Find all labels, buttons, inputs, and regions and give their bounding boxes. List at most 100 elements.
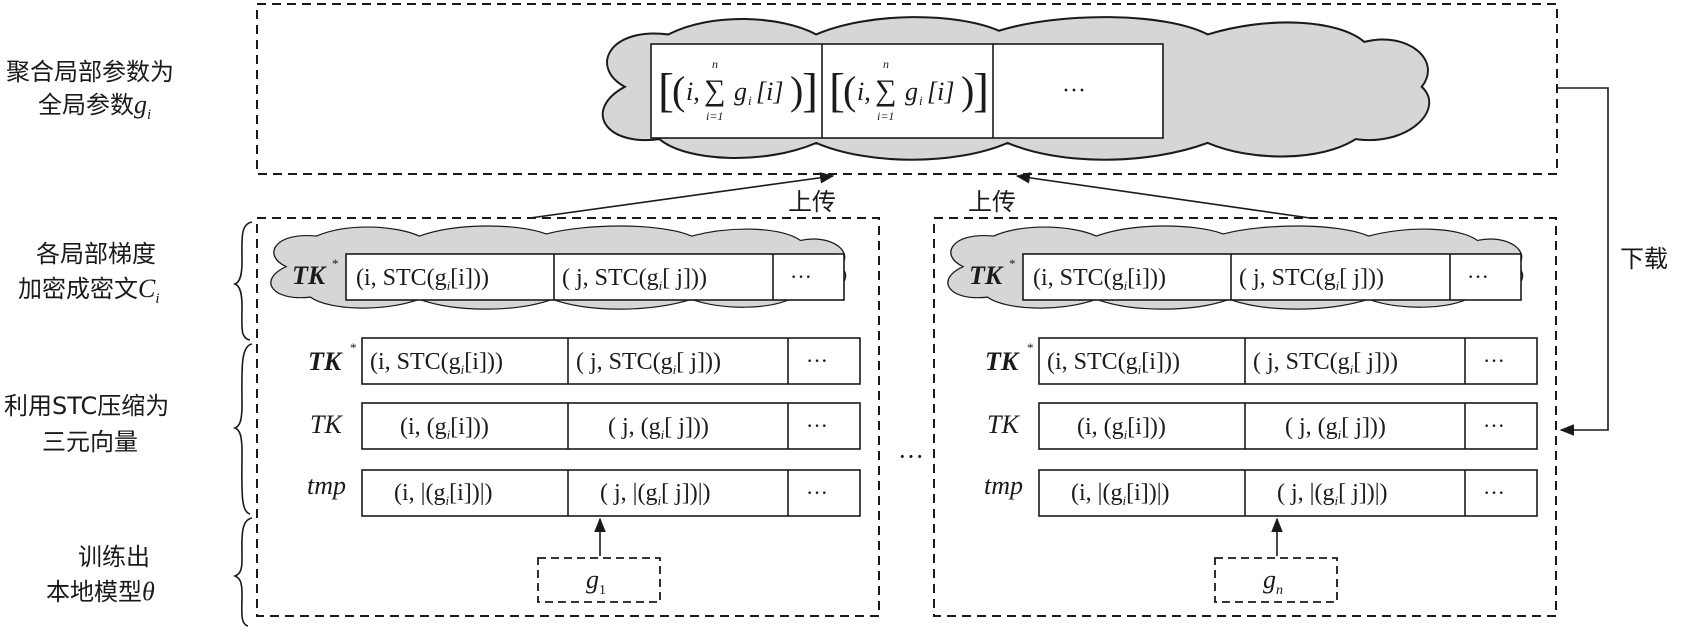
- between-clients-ellipsis: ···: [898, 442, 924, 471]
- client-n-gradient-box: [1214, 557, 1338, 603]
- label-aggregate-sub: i: [147, 107, 151, 123]
- cn-m-cell1: (i, |(g: [1071, 480, 1122, 506]
- global-cell-1-g-sub: i: [748, 93, 752, 108]
- upload-label-1: 上传: [788, 188, 836, 216]
- client-n-tkstar-star: *: [1027, 340, 1034, 355]
- global-cell-2-sum-lower: i=1: [877, 109, 894, 123]
- label-compress-line1: 利用STC压缩为: [4, 392, 169, 420]
- label-train-line2: 本地模型: [46, 578, 142, 606]
- cn-e-ellipsis: ···: [1467, 264, 1489, 289]
- c1-s-cell2: ( j, STC(g: [576, 349, 673, 375]
- brace-train: [232, 517, 253, 627]
- global-cell-ellipsis: ···: [1062, 78, 1086, 104]
- label-compress-line2: 三元向量: [42, 428, 138, 456]
- client-1: TK * (i, STC(gi[i])) ( j, STC(gi[ j])) ·…: [256, 217, 880, 617]
- client-1-gradient-sub: 1: [599, 583, 606, 598]
- global-cell-1-sum-upper: n: [712, 57, 718, 71]
- cn-s-ellipsis: ···: [1483, 348, 1505, 373]
- client-n-tkstar-label: TK: [985, 347, 1020, 376]
- label-encrypt-var: C: [138, 274, 156, 303]
- client-n-stc-row: TK * (i, STC(gi[i])) ( j, STC(gi[ j])) ·…: [985, 337, 1538, 385]
- svg-text:(i, STC(gi[i])): (i, STC(gi[i])): [370, 349, 503, 377]
- cn-e-cell1: (i, STC(g: [1033, 265, 1124, 291]
- brace-compress: [232, 343, 253, 515]
- upload-arrows: 上传 上传: [529, 172, 1311, 219]
- client-1-gradient: g: [586, 565, 599, 594]
- svg-text:(: (: [843, 68, 856, 113]
- global-cell-2: [ ( i, n ∑ i=1 g i [i] ) ]: [829, 57, 989, 123]
- client-1-cloud-star: *: [332, 256, 339, 271]
- svg-text:[: [: [829, 64, 845, 117]
- client-n-tk-row: TK (i, (gi[i])) ( j, (gi[ j])) ···: [987, 402, 1538, 450]
- client-n-tmp-row: tmp (i, |(gi[i])|) ( j, |(gi[ j])|) ···: [984, 469, 1538, 517]
- label-train-var: θ: [142, 577, 155, 606]
- client-n-encrypted-row: TK * (i, STC(gi[i])) ( j, STC(gi[ j])) ·…: [969, 253, 1522, 301]
- client-n-tk-label: TK: [987, 410, 1020, 439]
- svg-text:(i, (gi[i])): (i, (gi[i])): [1077, 414, 1166, 442]
- svg-text:(i, |(gi[i])|): (i, |(gi[i])|): [394, 480, 493, 508]
- c1-s-ellipsis: ···: [806, 348, 828, 373]
- client-n-gradient: g: [1263, 565, 1276, 594]
- cn-t-cell1: (i, (g: [1077, 414, 1124, 440]
- cn-t-ellipsis: ···: [1483, 413, 1505, 438]
- svg-text:本地模型θ: 本地模型θ: [46, 577, 155, 606]
- cn-m-ellipsis: ···: [1483, 480, 1505, 505]
- global-cell-1-sum-lower: i=1: [706, 109, 723, 123]
- svg-text:( j, (gi[ j])): ( j, (gi[ j])): [1285, 414, 1386, 442]
- label-aggregate: 聚合局部参数为 全局参数gi: [6, 58, 174, 123]
- global-cell-2-i: i,: [857, 77, 871, 106]
- svg-text:( j, STC(gi[ j])): ( j, STC(gi[ j])): [1239, 265, 1384, 293]
- cn-s-cell1: (i, STC(g: [1047, 349, 1138, 375]
- global-cell-2-idx: [i]: [927, 77, 954, 106]
- global-vector: [ ( i, n ∑ i=1 g i [i] ) ] [ ( i, n ∑ i=…: [650, 43, 1164, 139]
- label-compress: 利用STC压缩为 三元向量: [4, 392, 169, 456]
- cn-t-cell2: ( j, (g: [1285, 414, 1338, 440]
- client-1-tk-label: TK: [310, 410, 343, 439]
- client-1-tkstar-label: TK: [308, 347, 343, 376]
- c1-t-ellipsis: ···: [806, 413, 828, 438]
- label-aggregate-var: g: [134, 90, 147, 119]
- global-cell-1-idx: [i]: [756, 77, 783, 106]
- svg-text:( j, |(gi[ j])|): ( j, |(gi[ j])|): [600, 480, 711, 508]
- client-n: TK * (i, STC(gi[i])) ( j, STC(gi[ j])) ·…: [933, 217, 1557, 617]
- global-cell-1-i: i,: [686, 77, 700, 106]
- client-n-cloud-tk: TK: [969, 261, 1004, 290]
- label-train: 训练出 本地模型θ: [46, 543, 155, 606]
- global-cell-1-sum: ∑: [704, 74, 725, 107]
- c1-s-cell1: (i, STC(g: [370, 349, 461, 375]
- svg-text:): ): [961, 68, 974, 113]
- svg-text:(i, STC(gi[i])): (i, STC(gi[i])): [356, 265, 489, 293]
- svg-text:(i, |(gi[i])|): (i, |(gi[i])|): [1071, 480, 1170, 508]
- svg-text:(i, STC(gi[i])): (i, STC(gi[i])): [1047, 349, 1180, 377]
- client-1-tkstar-star: *: [350, 340, 357, 355]
- svg-text:全局参数gi: 全局参数gi: [38, 90, 151, 123]
- download-label: 下载: [1620, 245, 1668, 273]
- label-encrypt: 各局部梯度 加密成密文Ci: [18, 240, 160, 307]
- label-train-line1: 训练出: [78, 543, 150, 571]
- global-cell-1-g: g: [734, 77, 747, 106]
- svg-text:gn: gn: [1263, 565, 1283, 598]
- c1-t-cell1: (i, (g: [400, 414, 447, 440]
- global-cell-2-g: g: [905, 77, 918, 106]
- svg-text:(: (: [672, 68, 685, 113]
- svg-text:( j, STC(gi[ j])): ( j, STC(gi[ j])): [576, 349, 721, 377]
- svg-text:g1: g1: [586, 565, 606, 598]
- svg-text:加密成密文Ci: 加密成密文Ci: [18, 274, 160, 307]
- cn-e-cell2: ( j, STC(g: [1239, 265, 1336, 291]
- c1-m-ellipsis: ···: [806, 480, 828, 505]
- svg-text:]: ]: [973, 64, 989, 117]
- cn-m-cell2: ( j, |(g: [1277, 480, 1334, 506]
- c1-m-cell1: (i, |(g: [394, 480, 445, 506]
- svg-text:( j, STC(gi[ j])): ( j, STC(gi[ j])): [562, 265, 707, 293]
- svg-text:(i, (gi[i])): (i, (gi[i])): [400, 414, 489, 442]
- client-1-cloud-tk: TK: [292, 261, 327, 290]
- global-cell-2-sum: ∑: [875, 74, 896, 107]
- c1-m-cell2: ( j, |(g: [600, 480, 657, 506]
- client-1-tk-row: TK (i, (gi[i])) ( j, (gi[ j])) ···: [310, 402, 861, 450]
- client-n-cloud-star: *: [1009, 256, 1016, 271]
- svg-text:[: [: [658, 64, 674, 117]
- label-encrypt-line1: 各局部梯度: [36, 240, 156, 268]
- svg-text:): ): [790, 68, 803, 113]
- svg-text:(i, STC(gi[i])): (i, STC(gi[i])): [1033, 265, 1166, 293]
